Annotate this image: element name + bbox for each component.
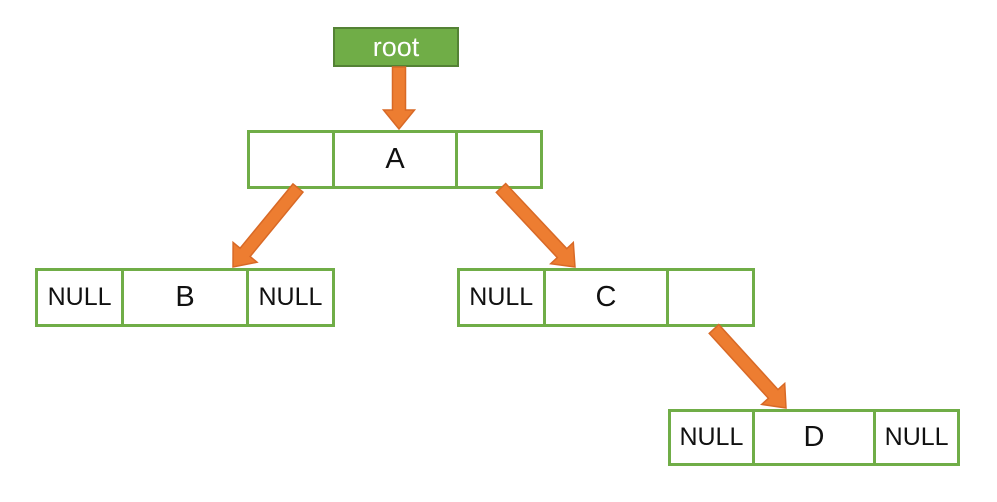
arrow-root-to-a [381, 66, 417, 131]
root-label: root [372, 31, 420, 62]
node-b-right-pointer-cell: NULL [258, 283, 323, 311]
node-a-left-pointer-cell [250, 133, 335, 186]
node-a-right-pointer-cell [458, 133, 540, 186]
node-c: NULL C [457, 268, 755, 327]
arrow-a-right-to-c [495, 182, 576, 268]
root-node: root [333, 27, 459, 67]
node-d: NULL D NULL [668, 409, 960, 466]
node-c-value-cell: C [546, 271, 670, 324]
node-a: A [247, 130, 543, 189]
node-b-value-cell: B [124, 271, 249, 324]
node-c-left-pointer-cell: NULL [460, 271, 546, 324]
node-b-left-pointer-cell: NULL [38, 271, 125, 324]
node-d-left-pointer-cell: NULL [671, 412, 755, 463]
node-a-value-cell: A [335, 133, 459, 186]
arrow-c-right-to-d [708, 323, 787, 409]
arrow-a-left-to-b [232, 182, 305, 268]
node-b: NULL B NULL [35, 268, 335, 327]
node-c-right-pointer-cell [669, 271, 752, 324]
node-d-value-cell: D [755, 412, 877, 463]
node-d-right-pointer-cell: NULL [884, 423, 949, 451]
